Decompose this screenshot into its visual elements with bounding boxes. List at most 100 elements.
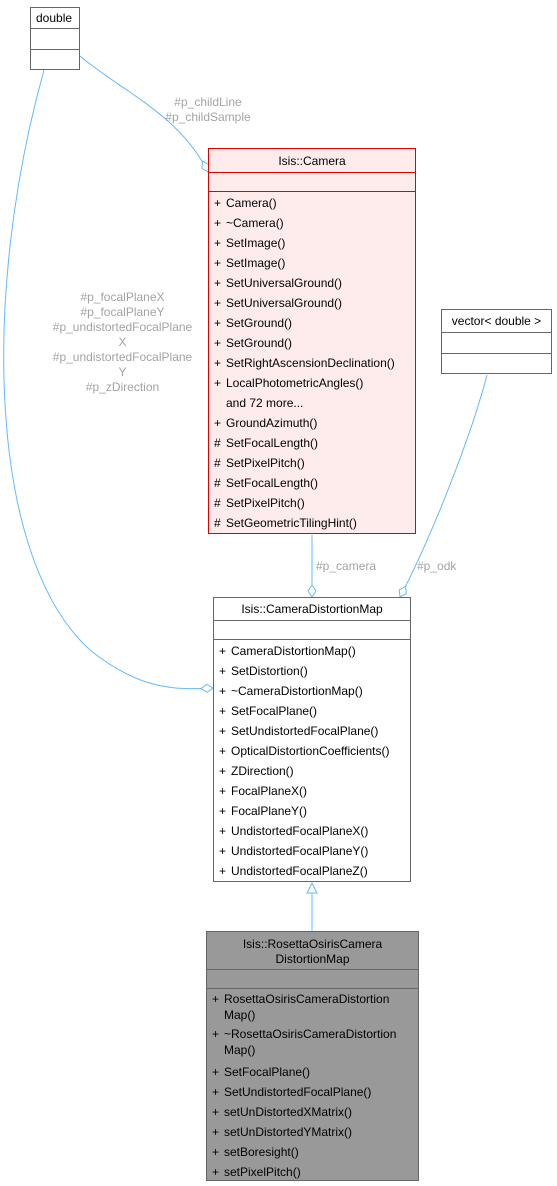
member-name: GroundAzimuth() xyxy=(226,416,318,430)
member-visibility: + xyxy=(214,276,222,290)
methods-compartment: +Camera() +~Camera() +SetImage() +SetIma… xyxy=(209,191,415,533)
methods-compartment xyxy=(442,353,551,374)
member-visibility: + xyxy=(214,416,222,430)
member-name: UndistortedFocalPlaneY() xyxy=(231,844,369,858)
class-name-line-2: DistortionMap xyxy=(275,952,350,966)
member-name: UndistortedFocalPlaneX() xyxy=(231,824,369,838)
class-name-line-1: Isis::RosettaOsirisCamera xyxy=(242,937,383,951)
member-name: setUnDistortedYMatrix() xyxy=(224,1125,353,1139)
member-visibility: + xyxy=(212,1085,220,1099)
member-visibility: # xyxy=(214,516,221,530)
methods-compartment: +CameraDistortionMap() +SetDistortion() … xyxy=(214,639,410,881)
member-item: # SetFocalLength() xyxy=(209,433,415,453)
member-name: OpticalDistortionCoefficients() xyxy=(231,744,390,758)
member-item: +UndistortedFocalPlaneZ() xyxy=(214,861,410,881)
member-visibility: + xyxy=(219,664,227,678)
member-name: SetFocalLength() xyxy=(226,436,319,450)
member-name: ~RosettaOsirisCameraDistortion Map() xyxy=(224,1027,397,1057)
member-name: SetPixelPitch() xyxy=(226,456,305,470)
member-visibility: + xyxy=(219,804,227,818)
member-visibility: + xyxy=(214,256,222,270)
member-item: +setUnDistortedXMatrix() xyxy=(207,1102,418,1122)
class-node-camera[interactable]: Isis::Camera +Camera() +~Camera() +SetIm… xyxy=(208,148,416,534)
member-name: SetPixelPitch() xyxy=(226,496,305,510)
member-visibility: + xyxy=(214,216,222,230)
member-item: +~CameraDistortionMap() xyxy=(214,681,410,701)
class-node-double[interactable]: double xyxy=(30,7,80,70)
member-visibility: # xyxy=(214,436,221,450)
member-name: SetUniversalGround() xyxy=(226,276,343,290)
member-visibility: + xyxy=(214,356,222,370)
member-item: +SetUniversalGround() xyxy=(209,293,415,313)
member-item: +SetFocalPlane() xyxy=(214,701,410,721)
member-visibility: + xyxy=(214,376,222,390)
member-item: +~Camera() xyxy=(209,213,415,233)
methods-compartment xyxy=(31,49,79,70)
attributes-compartment xyxy=(214,620,410,639)
member-name: setBoresight() xyxy=(224,1145,299,1159)
more-members-link[interactable]: and 72 more... xyxy=(209,393,415,413)
member-item: + ZDirection() xyxy=(214,761,410,781)
member-name: SetGeometricTilingHint() xyxy=(226,516,357,530)
edge-label-double-distortion: #p_focalPlaneX #p_focalPlaneY #p_undisto… xyxy=(40,290,205,395)
member-item: # SetGeometricTilingHint() xyxy=(209,513,415,533)
class-node-camera-distortion-map[interactable]: Isis::CameraDistortionMap +CameraDistort… xyxy=(213,597,411,882)
member-visibility: + xyxy=(212,1125,220,1139)
class-node-rosetta-osiris-camera-distortion-map[interactable]: Isis::RosettaOsirisCamera DistortionMap … xyxy=(206,931,419,1181)
member-name: SetFocalPlane() xyxy=(224,1065,311,1079)
member-visibility: + xyxy=(214,236,222,250)
member-item: + UndistortedFocalPlaneX() xyxy=(214,821,410,841)
member-name: SetUndistortedFocalPlane() xyxy=(224,1085,372,1099)
class-name: double xyxy=(36,11,73,25)
member-item: +RosettaOsirisCameraDistortion Map() xyxy=(207,992,418,1023)
member-name: Camera() xyxy=(226,196,277,210)
member-item: # SetPixelPitch() xyxy=(209,493,415,513)
member-item: + LocalPhotometricAngles() xyxy=(209,373,415,393)
edge-label-line: #p_childSample xyxy=(165,110,251,124)
member-visibility: + xyxy=(219,764,227,778)
edge-label-camera: #p_camera xyxy=(316,559,376,574)
member-item: +setPixelPitch() xyxy=(207,1162,418,1182)
member-item: + OpticalDistortionCoefficients() xyxy=(214,741,410,761)
member-item: +Camera() xyxy=(209,193,415,213)
attributes-compartment xyxy=(442,332,551,353)
member-name: and 72 more... xyxy=(226,396,304,410)
member-visibility: + xyxy=(212,1105,220,1119)
member-item: + SetUndistortedFocalPlane() xyxy=(207,1082,418,1102)
edge-double-to-distortion-map xyxy=(3,69,214,693)
attributes-compartment xyxy=(31,28,79,49)
member-name: LocalPhotometricAngles() xyxy=(226,376,364,390)
member-visibility: + xyxy=(219,824,227,838)
edge-label-line: #p_childLine xyxy=(174,95,242,109)
edge-label-odk-text: #p_odk xyxy=(417,559,457,573)
methods-compartment: +RosettaOsirisCameraDistortion Map() + ~R… xyxy=(207,988,418,1182)
class-name: Isis::RosettaOsirisCamera DistortionMap xyxy=(207,932,418,969)
member-visibility: + xyxy=(219,844,227,858)
member-item: +SetRightAscensionDeclination() xyxy=(209,353,415,373)
member-name: FocalPlaneX() xyxy=(231,784,308,798)
attributes-compartment xyxy=(207,969,418,988)
member-item: +FocalPlaneY() xyxy=(214,801,410,821)
edge-label-line: Y xyxy=(118,365,127,379)
member-name: SetUniversalGround() xyxy=(226,296,343,310)
member-visibility: + xyxy=(219,724,227,738)
member-name: ZDirection() xyxy=(231,764,294,778)
member-visibility: + xyxy=(219,744,227,758)
member-name: SetImage() xyxy=(226,236,286,250)
member-visibility: + xyxy=(212,1165,220,1179)
edge-label-double-camera: #p_childLine #p_childSample xyxy=(148,95,268,125)
member-item: +setBoresight() xyxy=(207,1142,418,1162)
edge-label-line: #p_focalPlaneX xyxy=(80,290,165,304)
member-name: SetFocalLength() xyxy=(226,476,319,490)
member-visibility: + xyxy=(219,864,227,878)
edge-label-odk: #p_odk xyxy=(417,559,456,574)
member-name: SetDistortion() xyxy=(231,664,308,678)
member-visibility: # xyxy=(214,496,221,510)
member-name: SetGround() xyxy=(226,336,293,350)
member-item: #SetPixelPitch() xyxy=(209,453,415,473)
member-item: + setUnDistortedYMatrix() xyxy=(207,1122,418,1142)
member-name: SetFocalPlane() xyxy=(231,704,318,718)
class-node-vector[interactable]: vector< double > xyxy=(441,309,552,374)
class-name: vector< double > xyxy=(451,314,542,328)
member-visibility: + xyxy=(219,644,227,658)
